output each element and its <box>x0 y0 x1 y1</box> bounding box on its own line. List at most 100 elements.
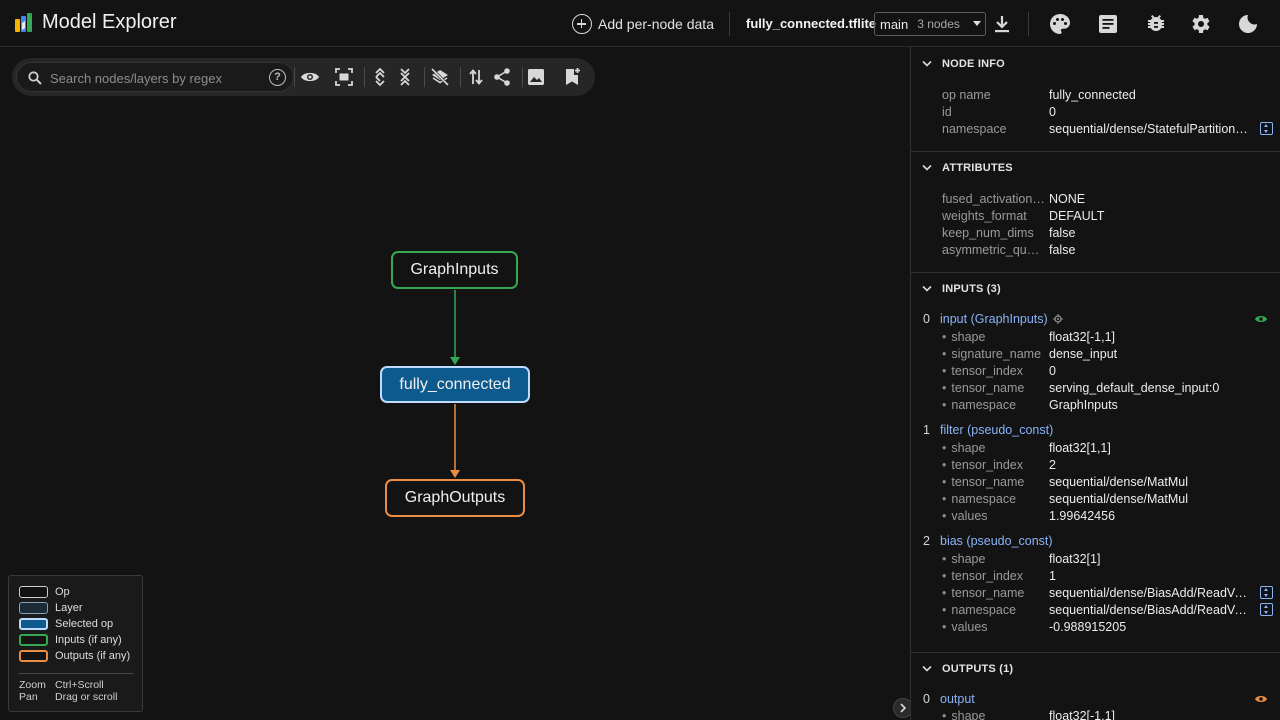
input-attr-row: tensor_namesequential/dense/BiasAdd/Read… <box>942 586 1249 602</box>
legend-item: Layer <box>19 601 83 615</box>
divider <box>364 67 365 87</box>
divider <box>729 12 730 36</box>
flip-direction-button[interactable] <box>466 67 486 87</box>
bookmark-add-button[interactable] <box>562 67 582 87</box>
graph-selector-value: main <box>880 16 909 32</box>
row-key: values <box>942 509 1049 525</box>
search-help-button[interactable]: ? <box>269 69 286 86</box>
settings-button[interactable] <box>1188 12 1212 36</box>
graph-canvas[interactable]: GraphInputs fully_connected GraphOutputs <box>0 100 908 720</box>
locate-icon[interactable] <box>1052 314 1063 324</box>
row-key: values <box>942 620 1049 636</box>
graph-node-inputs[interactable]: GraphInputs <box>391 251 518 289</box>
row-value: 0 <box>1049 364 1056 378</box>
section-inputs-header[interactable]: INPUTS (3) <box>911 274 1280 304</box>
export-image-button[interactable] <box>526 67 546 87</box>
row-value: sequential/dense/BiasAdd/ReadVariableOp <box>1049 603 1249 617</box>
add-per-node-data-button[interactable]: Add per-node data <box>572 13 714 35</box>
row-value: sequential/dense/MatMul <box>1049 475 1188 489</box>
section-node-info-header[interactable]: NODE INFO <box>911 49 1280 79</box>
row-value: 1 <box>1049 569 1056 583</box>
input-name-link[interactable]: bias (pseudo_const) <box>940 534 1053 548</box>
input-name-link[interactable]: input (GraphInputs) <box>940 312 1048 326</box>
share-button[interactable] <box>492 67 512 87</box>
legend-label: Inputs (if any) <box>55 634 122 646</box>
expand-value-button[interactable] <box>1260 603 1273 616</box>
legend-zoom-key: Zoom <box>19 679 46 691</box>
model-filename: fully_connected.tflite <box>746 16 877 31</box>
section-outputs-header[interactable]: OUTPUTS (1) <box>911 654 1280 684</box>
graph-selector[interactable]: main 3 nodes <box>874 12 986 36</box>
add-per-node-data-label: Add per-node data <box>598 16 714 32</box>
gear-icon <box>1192 15 1210 33</box>
legend-pan-value: Drag or scroll <box>55 691 118 703</box>
download-button[interactable] <box>990 12 1014 36</box>
fit-screen-icon <box>335 68 353 86</box>
documentation-button[interactable] <box>1096 12 1120 36</box>
legend-label: Layer <box>55 602 83 614</box>
chevron-down-icon <box>922 60 932 67</box>
input-index: 0 <box>923 312 930 326</box>
input-name-link[interactable]: filter (pseudo_const) <box>940 423 1054 437</box>
bookmark-add-icon <box>566 68 580 85</box>
row-key: shape <box>942 552 1049 568</box>
expand-value-button[interactable] <box>1260 586 1273 599</box>
row-value: serving_default_dense_input:0 <box>1049 381 1220 395</box>
row-key: namespace <box>942 492 1049 508</box>
expand-value-button[interactable] <box>1260 122 1273 135</box>
input-item-header[interactable]: 2 bias (pseudo_const) <box>923 533 1053 549</box>
graph-legend: Op Layer Selected op Inputs (if any) Out… <box>8 575 143 712</box>
legend-item: Selected op <box>19 617 113 631</box>
row-value: 0 <box>1049 105 1056 119</box>
fit-to-screen-button[interactable] <box>334 67 354 87</box>
attribute-row: fused_activation_functionNONE <box>942 192 1249 208</box>
dark-mode-toggle[interactable] <box>1236 12 1260 36</box>
row-value: float32[-1,1] <box>1049 709 1116 720</box>
output-item-header[interactable]: 0 output <box>923 691 975 707</box>
row-key: asymmetric_quantize_inputs <box>942 243 1049 257</box>
divider <box>522 67 523 87</box>
search-input[interactable] <box>50 68 260 88</box>
row-key: shape <box>942 330 1049 346</box>
legend-item: Outputs (if any) <box>19 649 130 663</box>
section-title: ATTRIBUTES <box>942 162 1013 174</box>
color-palette-button[interactable] <box>1048 12 1072 36</box>
graph-node-outputs[interactable]: GraphOutputs <box>385 479 525 517</box>
eye-icon[interactable] <box>1254 694 1268 704</box>
hide-layers-button[interactable] <box>430 67 450 87</box>
input-item-header[interactable]: 1 filter (pseudo_const) <box>923 422 1053 438</box>
graph-node-selected[interactable]: fully_connected <box>380 366 530 403</box>
legend-zoom-value: Ctrl+Scroll <box>55 679 104 691</box>
unfold-more-icon <box>375 67 385 87</box>
legend-label: Outputs (if any) <box>55 650 131 662</box>
report-bug-button[interactable] <box>1144 12 1168 36</box>
divider <box>294 67 295 87</box>
row-value: false <box>1049 243 1076 257</box>
input-item-header[interactable]: 0 input (GraphInputs) <box>923 311 1063 327</box>
collapse-all-layers-button[interactable] <box>395 67 415 87</box>
legend-swatch-op <box>19 586 48 598</box>
output-name-link[interactable]: output <box>940 692 975 706</box>
divider <box>424 67 425 87</box>
section-attributes-header[interactable]: ATTRIBUTES <box>911 153 1280 183</box>
input-index: 2 <box>923 534 930 548</box>
layers-clear-icon <box>430 67 450 87</box>
input-attr-row: namespacesequential/dense/BiasAdd/ReadVa… <box>942 603 1249 619</box>
expand-all-layers-button[interactable] <box>370 67 390 87</box>
collapse-panel-button[interactable] <box>893 698 913 718</box>
legend-item: Inputs (if any) <box>19 633 122 647</box>
graph-toolbar: ? <box>12 58 595 96</box>
legend-divider <box>18 673 134 674</box>
eye-icon[interactable] <box>1254 314 1268 324</box>
chevron-down-icon <box>922 164 932 171</box>
row-value: -0.988915205 <box>1049 620 1127 634</box>
legend-swatch-layer <box>19 602 48 614</box>
toggle-visibility-button[interactable] <box>300 67 320 87</box>
row-key: shape <box>942 441 1049 457</box>
